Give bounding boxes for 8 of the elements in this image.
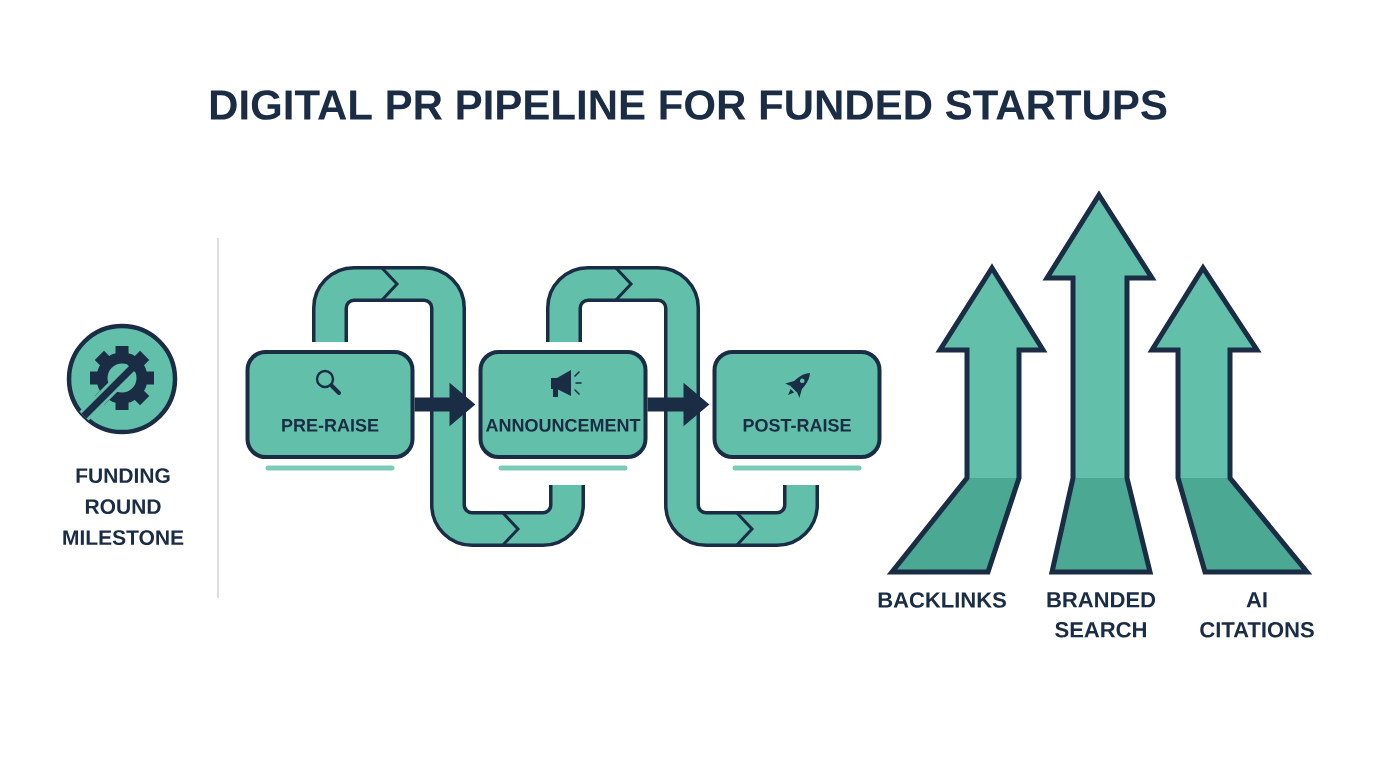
title: DIGITAL PR PIPELINE FOR FUNDED STARTUPS: [210, 90, 1167, 120]
arrow-label: AI CITATIONS: [1200, 592, 1314, 638]
milestone-label: FUNDING ROUND MILESTONE: [63, 468, 184, 546]
stage-box: POST-RAISE: [712, 350, 882, 459]
stage-box: PRE-RAISE: [245, 350, 415, 459]
arrow-label: BRANDED SEARCH: [1047, 592, 1156, 638]
arrow-label: BACKLINKS: [878, 592, 1006, 608]
stage-box: ANNOUNCEMENT: [478, 350, 648, 459]
